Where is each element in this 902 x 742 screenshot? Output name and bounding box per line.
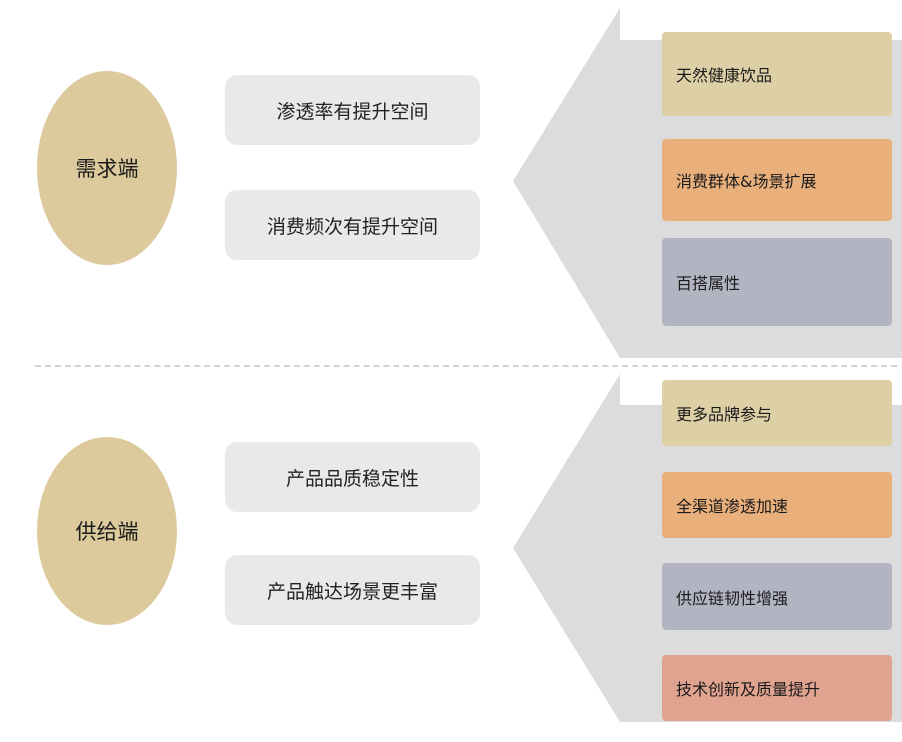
demand-factor-2: 消费频次有提升空间 xyxy=(225,190,480,260)
supply-label: 供给端 xyxy=(75,520,139,544)
supply-factor-2: 产品触达场景更丰富 xyxy=(225,555,480,625)
demand-tag-1-text: 天然健康饮品 xyxy=(676,66,773,85)
demand-tag-3: 百搭属性 xyxy=(662,238,892,326)
demand-label: 需求端 xyxy=(75,157,139,181)
supply-tag-4: 技术创新及质量提升 xyxy=(662,655,892,721)
demand-factor-1-text: 渗透率有提升空间 xyxy=(276,100,429,123)
demand-factor-2-text: 消费频次有提升空间 xyxy=(266,215,438,238)
demand-factor-1: 渗透率有提升空间 xyxy=(225,75,480,145)
supply-tag-1-text: 更多品牌参与 xyxy=(676,405,773,424)
supply-tag-1: 更多品牌参与 xyxy=(662,380,892,446)
supply-factor-1: 产品品质稳定性 xyxy=(225,442,480,512)
demand-ellipse: 需求端 xyxy=(37,71,177,265)
demand-tag-2-text: 消费群体&场景扩展 xyxy=(676,172,817,191)
demand-tag-1: 天然健康饮品 xyxy=(662,32,892,116)
supply-tag-3: 供应链韧性增强 xyxy=(662,563,892,630)
demand-tag-3-text: 百搭属性 xyxy=(676,274,741,293)
supply-tag-3-text: 供应链韧性增强 xyxy=(676,588,789,608)
supply-tag-2: 全渠道渗透加速 xyxy=(662,472,892,538)
demand-tag-2: 消费群体&场景扩展 xyxy=(662,139,892,221)
supply-tag-2-text: 全渠道渗透加速 xyxy=(676,497,789,516)
supply-arrow-shape xyxy=(513,374,902,722)
section-divider xyxy=(35,365,897,367)
supply-ellipse: 供给端 xyxy=(37,437,177,625)
supply-tag-4-text: 技术创新及质量提升 xyxy=(676,680,821,699)
supply-factor-1-text: 产品品质稳定性 xyxy=(285,467,419,490)
supply-factor-2-text: 产品触达场景更丰富 xyxy=(266,580,438,603)
